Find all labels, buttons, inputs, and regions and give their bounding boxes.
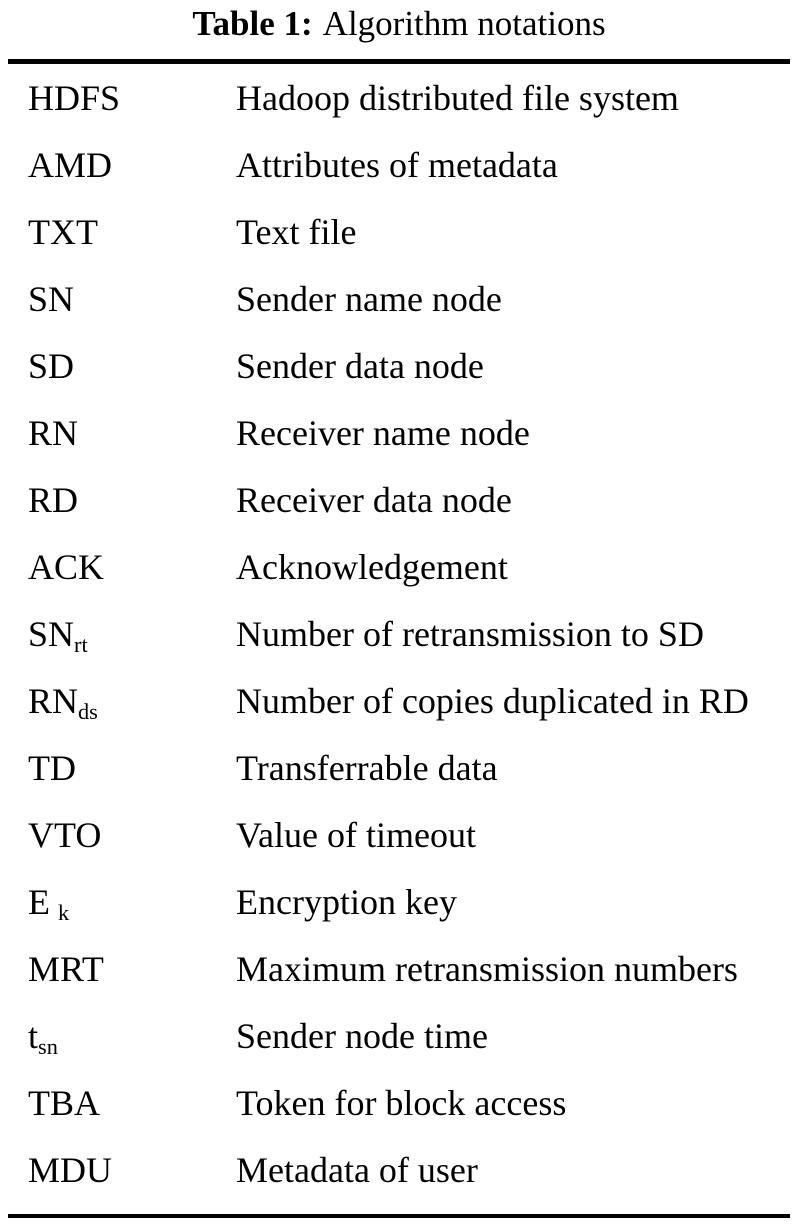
table-row: SNrt Number of retransmission to SD — [0, 600, 798, 667]
notation-description: Number of retransmission to SD — [236, 613, 704, 654]
table-row: TBA Token for block access — [0, 1069, 798, 1136]
table-row: HDFS Hadoop distributed file system — [0, 64, 798, 131]
notation-description: Hadoop distributed file system — [236, 77, 679, 118]
table-row: RD Receiver data node — [0, 466, 798, 533]
table-row: MRT Maximum retransmission numbers — [0, 935, 798, 1002]
table-caption: Table 1:Algorithm notations — [0, 2, 798, 46]
table-row: TXT Text file — [0, 198, 798, 265]
notation-description: Number of copies duplicated in RD — [236, 680, 749, 721]
notation-description: Sender name node — [236, 278, 502, 319]
table-row: MDU Metadata of user — [0, 1136, 798, 1203]
notation-description-cell: Metadata of user — [208, 1136, 798, 1203]
table-row: ACK Acknowledgement — [0, 533, 798, 600]
notation-description-cell: Hadoop distributed file system — [208, 64, 798, 131]
notation-description: Attributes of metadata — [236, 144, 558, 185]
notation-description: Receiver data node — [236, 479, 512, 520]
notation-description: Maximum retransmission numbers — [236, 948, 738, 989]
table-bottom-rule — [8, 1214, 790, 1218]
notation-symbol: RD — [28, 479, 79, 520]
notation-symbol: t — [28, 1015, 39, 1056]
notation-description: Text file — [236, 211, 357, 252]
table-row: RN Receiver name node — [0, 399, 798, 466]
table-row: VTO Value of timeout — [0, 801, 798, 868]
notation-symbol-cell: HDFS — [0, 64, 208, 131]
notation-description-cell: Sender name node — [208, 265, 798, 332]
table-row: tsn Sender node time — [0, 1002, 798, 1069]
notation-symbol: MDU — [28, 1149, 113, 1190]
notation-description-cell: Number of retransmission to SD — [208, 600, 798, 667]
notation-symbol: VTO — [28, 814, 102, 855]
notation-description: Sender node time — [236, 1015, 488, 1056]
notation-symbol-subscript: ds — [78, 699, 98, 725]
table-row: AMD Attributes of metadata — [0, 131, 798, 198]
table-row: SD Sender data node — [0, 332, 798, 399]
table-row: TD Transferrable data — [0, 734, 798, 801]
notation-symbol-cell: tsn — [0, 1002, 208, 1069]
notation-symbol: TBA — [28, 1082, 100, 1123]
notation-symbol-cell: SD — [0, 332, 208, 399]
notation-symbol: MRT — [28, 948, 104, 989]
notation-symbol-cell: SN — [0, 265, 208, 332]
table-caption-text: Algorithm notations — [322, 4, 606, 43]
notation-symbol-cell: RNds — [0, 667, 208, 734]
notation-description-cell: Receiver data node — [208, 466, 798, 533]
notation-description: Transferrable data — [236, 747, 498, 788]
notation-symbol-cell: SNrt — [0, 600, 208, 667]
notation-symbol-subscript: rt — [74, 632, 88, 658]
notation-symbol-cell: AMD — [0, 131, 208, 198]
table-top-rule — [8, 59, 790, 64]
notation-symbol-cell: RD — [0, 466, 208, 533]
notation-description-cell: Token for block access — [208, 1069, 798, 1136]
notation-description-cell: Encryption key — [208, 868, 798, 935]
notation-symbol-subscript: k — [58, 900, 70, 926]
table-row: SN Sender name node — [0, 265, 798, 332]
notation-symbol-cell: RN — [0, 399, 208, 466]
notation-symbol: HDFS — [28, 77, 121, 118]
notation-symbol: TD — [28, 747, 76, 788]
notation-symbol-cell: ACK — [0, 533, 208, 600]
table-caption-label: Table 1: — [192, 4, 313, 43]
notation-description-cell: Acknowledgement — [208, 533, 798, 600]
notation-symbol-cell: TBA — [0, 1069, 208, 1136]
table-row: RNds Number of copies duplicated in RD — [0, 667, 798, 734]
notation-description-cell: Maximum retransmission numbers — [208, 935, 798, 1002]
notation-description-cell: Attributes of metadata — [208, 131, 798, 198]
notation-description: Sender data node — [236, 345, 484, 386]
notation-symbol: RN — [28, 412, 79, 453]
notation-symbol: RN — [28, 680, 79, 721]
notation-description-cell: Number of copies duplicated in RD — [208, 667, 798, 734]
notation-symbol: AMD — [28, 144, 113, 185]
notation-description-cell: Value of timeout — [208, 801, 798, 868]
notation-description-cell: Transferrable data — [208, 734, 798, 801]
notation-symbol: TXT — [28, 211, 98, 252]
notation-symbol-subscript: sn — [38, 1034, 58, 1060]
notation-description: Value of timeout — [236, 814, 476, 855]
notation-description-cell: Sender node time — [208, 1002, 798, 1069]
notation-description: Receiver name node — [236, 412, 530, 453]
notation-symbol: SN — [28, 613, 75, 654]
notation-symbol: E — [28, 881, 50, 922]
notation-symbol: SN — [28, 278, 75, 319]
notation-symbol-cell: TXT — [0, 198, 208, 265]
notation-description-cell: Receiver name node — [208, 399, 798, 466]
notation-symbol: ACK — [28, 546, 105, 587]
notation-description: Acknowledgement — [236, 546, 508, 587]
notation-description: Encryption key — [236, 881, 457, 922]
notation-description-cell: Text file — [208, 198, 798, 265]
notation-symbol: SD — [28, 345, 75, 386]
notation-description: Metadata of user — [236, 1149, 478, 1190]
notation-symbol-cell: TD — [0, 734, 208, 801]
notation-description: Token for block access — [236, 1082, 567, 1123]
notation-symbol-cell: MDU — [0, 1136, 208, 1203]
notation-description-cell: Sender data node — [208, 332, 798, 399]
notation-symbol-cell: VTO — [0, 801, 208, 868]
notation-symbol-cell: MRT — [0, 935, 208, 1002]
